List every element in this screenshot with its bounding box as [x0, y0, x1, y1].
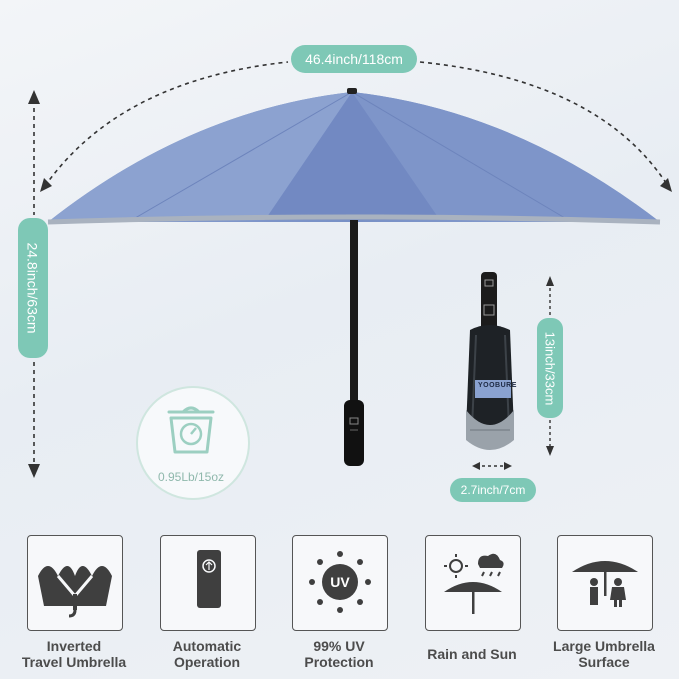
feature-rain-sun [425, 535, 521, 631]
folded-diameter-label: 2.7inch/7cm [450, 478, 536, 502]
feature-label-large-surface: Large Umbrella Surface [553, 638, 655, 670]
scale-icon [167, 406, 215, 454]
feature-automatic [160, 535, 256, 631]
large-umbrella-people-icon [572, 561, 638, 607]
width-arc-left [44, 61, 289, 187]
height-label: 24.8inch/63cm [18, 218, 48, 358]
width-label: 46.4inch/118cm [291, 45, 417, 73]
folded-umbrella [466, 272, 514, 450]
feature-label-inverted: Inverted Travel Umbrella [21, 638, 127, 670]
folded-length-label: 13inch/33cm [537, 318, 563, 418]
umbrella-canopy [47, 88, 661, 225]
uv-sun-icon [309, 551, 371, 613]
remote-button-icon [197, 550, 221, 608]
folded-brand-text: YOOBURE [478, 382, 517, 389]
rain-and-sun-icon [444, 553, 504, 614]
feature-inverted [27, 535, 123, 631]
feature-label-rain-sun: Rain and Sun [427, 646, 517, 662]
uv-icon-text: UV [330, 574, 350, 590]
height-label-text: 24.8inch/63cm [25, 242, 41, 334]
umbrella-handle [344, 400, 364, 466]
inverted-umbrella-icon [38, 566, 112, 618]
weight-label: 0.95Lb/15oz [157, 470, 225, 484]
feature-large-surface [557, 535, 653, 631]
main-umbrella-illustration [28, 61, 672, 478]
folded-length-text: 13inch/33cm [542, 331, 558, 405]
feature-label-automatic: Automatic Operation [172, 638, 242, 670]
umbrella-shaft [350, 220, 358, 402]
feature-uv: UV [292, 535, 388, 631]
feature-label-uv: 99% UV Protection [304, 638, 374, 670]
